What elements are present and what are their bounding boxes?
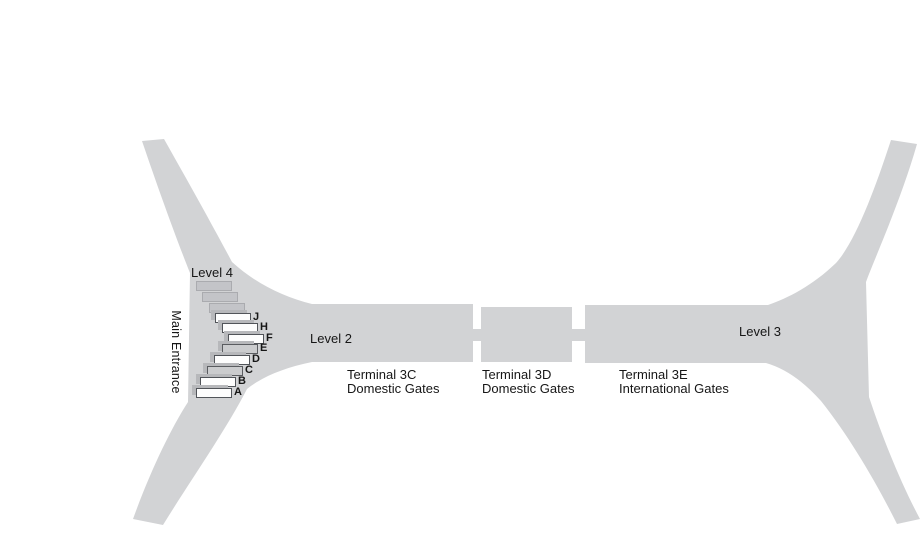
terminal-3d-gates: Domestic Gates	[482, 380, 575, 396]
checkin-counter-c	[207, 366, 243, 376]
level-2-label: Level 2	[310, 331, 352, 346]
checkin-counter-f	[228, 334, 264, 344]
counter-label-e: E	[260, 342, 268, 354]
checkin-counter-a	[196, 388, 232, 398]
checkin-counter-h	[222, 323, 258, 333]
counter-label-h: H	[260, 321, 268, 333]
terminal-3d-name: Terminal 3D	[482, 367, 552, 382]
counter-label-f: F	[266, 332, 273, 344]
level-4-label: Level 4	[191, 265, 233, 280]
counter-label-d: D	[252, 353, 260, 365]
west-concourse-shape	[133, 139, 481, 525]
terminal-3e-gates: International Gates	[619, 380, 729, 396]
checkin-counter-unlabeled-3	[209, 303, 245, 313]
main-entrance-label: Main Entrance	[169, 310, 183, 394]
terminal-3c-label: Terminal 3C Domestic Gates	[347, 368, 439, 395]
counter-label-b: B	[238, 375, 246, 387]
checkin-counter-b	[200, 377, 236, 387]
terminal-3e-name: Terminal 3E	[619, 367, 688, 382]
terminal-3c-gates: Domestic Gates	[347, 380, 440, 396]
east-concourse-shape	[585, 140, 920, 524]
level-3-label: Level 3	[739, 324, 781, 339]
counter-label-j: J	[253, 311, 260, 323]
terminal-3d-segment-shape	[481, 307, 585, 362]
checkin-counter-unlabeled-1	[196, 281, 232, 291]
checkin-counter-unlabeled-2	[202, 292, 238, 302]
counter-label-a: A	[234, 386, 242, 398]
checkin-counter-j	[215, 313, 251, 323]
checkin-counter-d	[214, 355, 250, 365]
counter-label-c: C	[245, 364, 253, 376]
checkin-counter-e	[222, 344, 258, 354]
terminal-3c-name: Terminal 3C	[347, 367, 417, 382]
terminal-3d-label: Terminal 3D Domestic Gates	[482, 368, 574, 395]
terminal-3e-label: Terminal 3E International Gates	[619, 368, 729, 395]
